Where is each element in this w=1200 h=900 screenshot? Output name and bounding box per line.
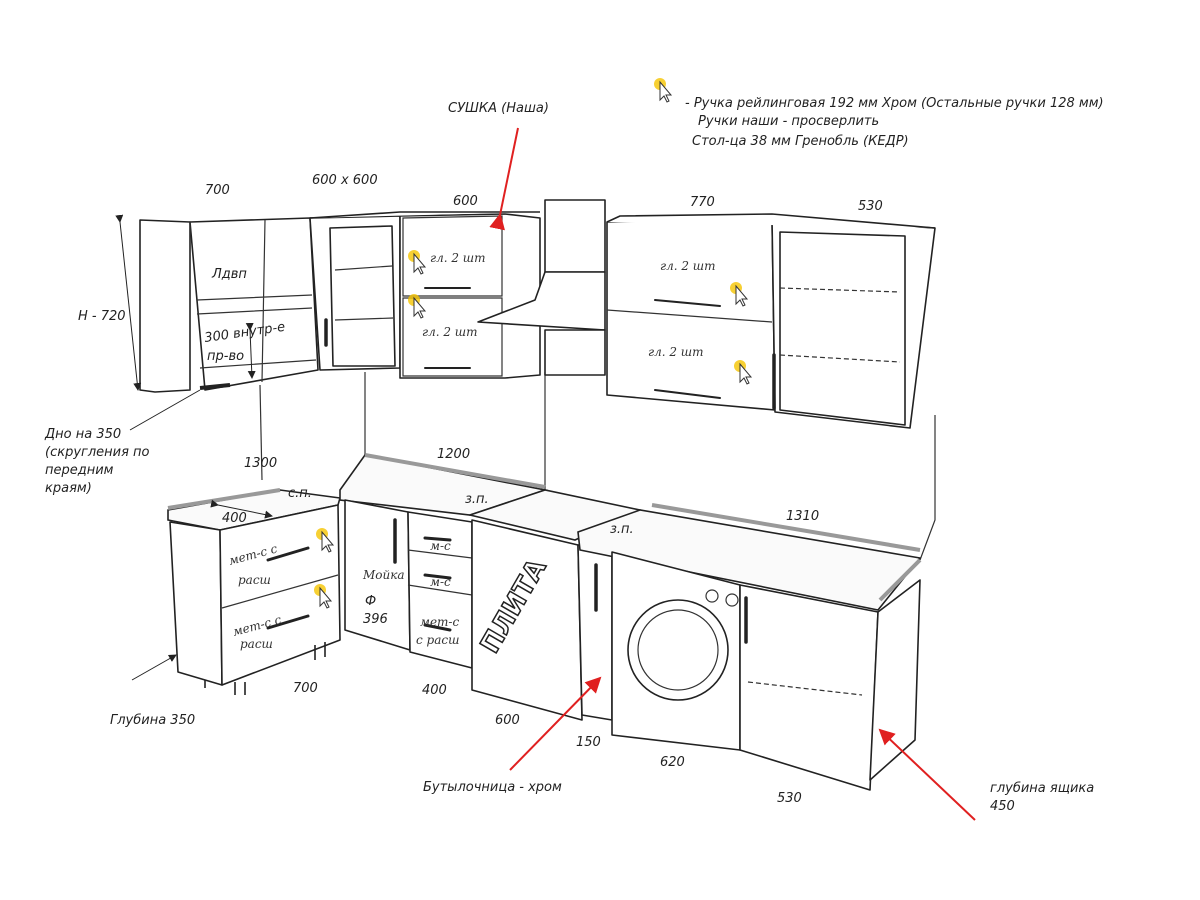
dim-600x600: 600 x 600: [312, 173, 378, 188]
bottom-note: (скругления по: [45, 445, 150, 460]
dim-770: 770: [690, 195, 715, 210]
dim-400-lower: 400: [422, 683, 447, 698]
glass-label: гл. 2 шт: [648, 345, 704, 359]
glass-label: гл. 2 шт: [660, 259, 716, 273]
sink-phi: Ф: [365, 594, 376, 609]
dim-600-lower: 600: [495, 713, 520, 728]
legend-line-3: Стол-ца 38 мм Гренобль (КЕДР): [692, 134, 909, 149]
dim-530-lower: 530: [777, 791, 802, 806]
dryer-label: СУШКА (Наша): [448, 101, 549, 116]
range-hood: [477, 199, 606, 376]
dim-400-top: 400: [222, 511, 247, 526]
sink-cabinet: [339, 453, 549, 651]
depth-350: Глубина 350: [110, 713, 195, 728]
dim-150: 150: [576, 735, 601, 750]
dimension-lines: [115, 214, 273, 681]
dim-620: 620: [660, 755, 685, 770]
drawer-cabinet-400: [407, 511, 473, 669]
dim-600-upper: 600: [453, 194, 478, 209]
ms-label: м-с: [430, 575, 451, 589]
dim-1200: 1200: [437, 447, 470, 462]
legend-line-1: - Ручка рейлинговая 192 мм Хром (Остальн…: [685, 96, 1104, 111]
ldvp-label: Лдвп: [211, 267, 247, 282]
wall: [259, 372, 936, 561]
glass-label: гл. 2 шт: [422, 325, 478, 339]
drawer-label: расш: [240, 637, 273, 651]
zp-label: з.п.: [465, 492, 489, 507]
zp-label: з.п.: [610, 522, 634, 537]
right-base: [577, 503, 922, 791]
ms-label: мет-с: [420, 615, 459, 629]
ms-label: м-с: [430, 539, 451, 553]
upper-cabinet-600: [309, 211, 541, 379]
ms-label: с расш: [416, 633, 459, 647]
dim-530-upper: 530: [858, 199, 883, 214]
cursor-sparkle-icon: [653, 77, 672, 103]
upper-cabinet-530: [606, 213, 936, 429]
dim-1300: 1300: [244, 456, 277, 471]
height-label: H - 720: [78, 309, 126, 324]
inner-space-label-2: пр-во: [207, 349, 244, 364]
base-cabinet-drawers: [167, 488, 342, 695]
dim-700-upper: 700: [205, 183, 230, 198]
legend-line-2: Ручки наши - просверлить: [698, 114, 879, 129]
sink-size: 396: [363, 612, 388, 627]
drawer-label: расш: [238, 573, 271, 587]
bottle-holder-label: Бутылочница - хром: [423, 780, 562, 795]
bottom-note: краям): [45, 481, 92, 496]
upper-cabinet-770: [606, 217, 776, 411]
drawer-depth-label: глубина ящика: [990, 781, 1094, 796]
glass-label: гл. 2 шт: [430, 251, 486, 265]
red-arrows: [489, 127, 976, 821]
dim-700-lower: 700: [293, 681, 318, 696]
dim-1310: 1310: [786, 509, 819, 524]
drawer-depth-label: 450: [990, 799, 1015, 814]
upper-corner-cabinet: [309, 215, 401, 371]
sp-label: с.п.: [288, 486, 312, 501]
bottom-note: передним: [45, 463, 114, 478]
bottom-note: Дно на 350: [44, 427, 121, 442]
labels: - Ручка рейлинговая 192 мм Хром (Остальн…: [44, 96, 1104, 814]
bottle-holder: [577, 544, 613, 721]
sink-label: Мойка: [362, 568, 405, 582]
upper-cabinet-700: [139, 217, 319, 393]
